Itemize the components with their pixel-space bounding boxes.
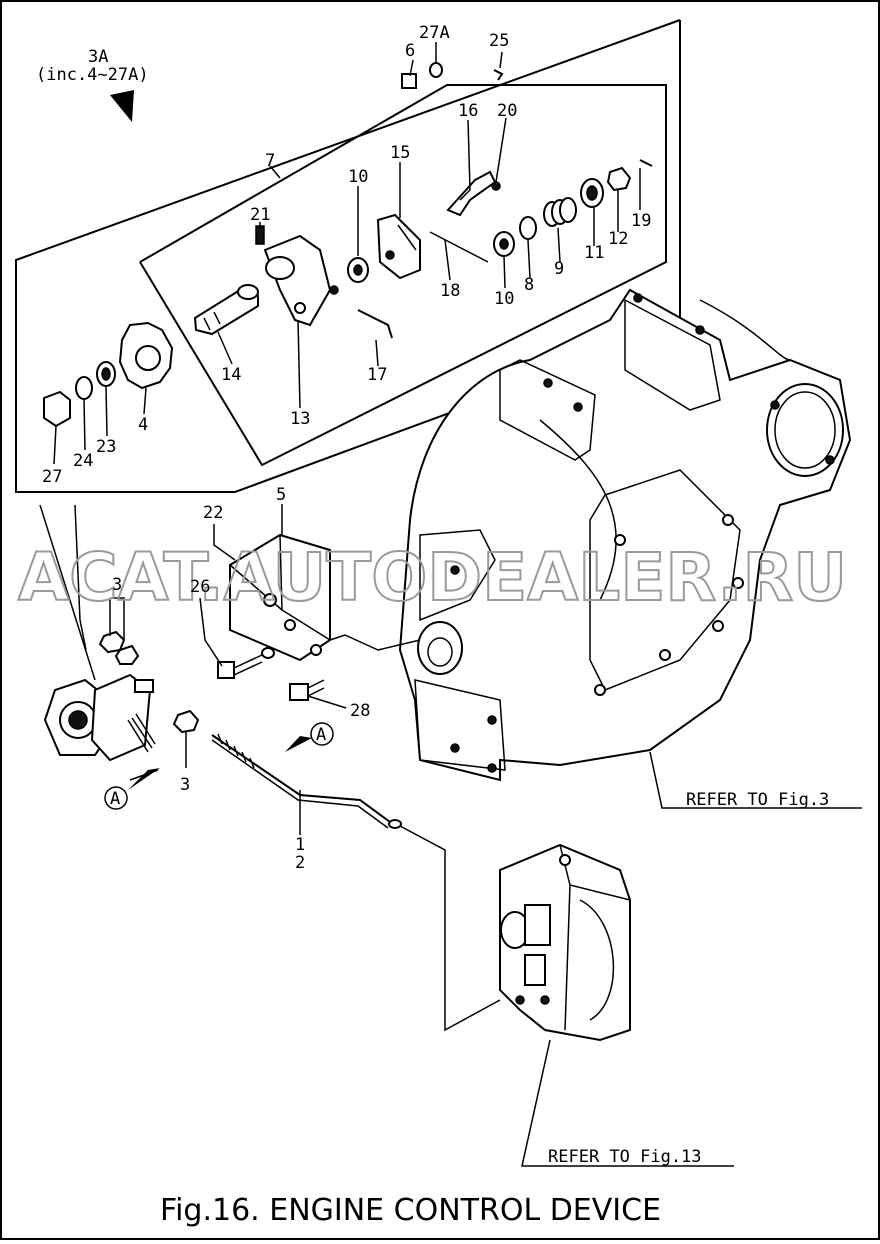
- label-27: 27: [42, 467, 62, 487]
- nut-12: [606, 166, 632, 192]
- label-9: 9: [554, 259, 564, 279]
- label-26: 26: [190, 577, 210, 597]
- svg-text:A: A: [316, 725, 326, 745]
- leader-lines: [39, 42, 862, 1167]
- callout-a-right: A: [310, 722, 334, 746]
- label-12: 12: [608, 229, 628, 249]
- label-6: 6: [405, 41, 415, 61]
- part-labels: 3A (inc.4~27A) 6 27A 25 16 20 15 7 10 21…: [36, 23, 651, 873]
- label-5: 5: [276, 485, 286, 505]
- pin-19: [639, 159, 653, 167]
- watermark: ACAT.AUTODEALER.RU: [18, 539, 847, 616]
- lever-assembly: [43, 673, 156, 762]
- refer-fig13: REFER TO Fig.13: [548, 1147, 702, 1167]
- link-18: [429, 231, 489, 263]
- shaft-14: [193, 284, 259, 336]
- refer-fig3: REFER TO Fig.3: [686, 790, 829, 810]
- bolt-28: [289, 679, 325, 701]
- label-14: 14: [221, 365, 241, 385]
- group-3a-boundary: [15, 19, 681, 493]
- group-arrow-icon: [110, 90, 134, 122]
- nut-3-lower: [172, 709, 200, 734]
- label-28: 28: [350, 701, 370, 721]
- washer-27a: [429, 62, 443, 78]
- label-25: 25: [489, 31, 509, 51]
- label-27a: 27A: [419, 23, 450, 43]
- washer-8: [519, 216, 537, 240]
- label-20: 20: [497, 101, 517, 121]
- bolt-6: [401, 73, 417, 89]
- figure-caption: Fig.16. ENGINE CONTROL DEVICE: [160, 1193, 661, 1228]
- callout-a-left: A: [104, 786, 128, 810]
- label-1: 1: [295, 835, 305, 855]
- label-24: 24: [73, 451, 93, 471]
- group-note: (inc.4~27A): [36, 65, 149, 85]
- lever-arm-13: [263, 234, 339, 327]
- bolt-26: [217, 647, 275, 679]
- label-13: 13: [290, 409, 310, 429]
- label-10-lower: 10: [494, 289, 514, 309]
- washer-24: [75, 376, 93, 400]
- label-16: 16: [458, 101, 478, 121]
- label-17: 17: [367, 365, 387, 385]
- label-11: 11: [584, 243, 604, 263]
- label-10-upper: 10: [348, 167, 368, 187]
- label-7: 7: [265, 151, 275, 171]
- label-15: 15: [390, 143, 410, 163]
- governor-housing: [499, 843, 631, 1042]
- label-3-upper: 3: [112, 575, 122, 595]
- sector-plate-15: [376, 213, 421, 280]
- knob-4: [118, 321, 174, 390]
- label-4: 4: [138, 415, 148, 435]
- clip-25: [493, 69, 504, 81]
- label-22: 22: [203, 503, 223, 523]
- label-18: 18: [440, 281, 460, 301]
- label-8: 8: [524, 275, 534, 295]
- label-3-lower: 3: [180, 775, 190, 795]
- cap-27: [43, 390, 71, 428]
- label-21: 21: [250, 205, 270, 225]
- nut-3-middle: [114, 644, 140, 665]
- control-rod: [211, 733, 402, 829]
- label-19: 19: [631, 211, 651, 231]
- screw-21: [255, 225, 265, 245]
- spring-9: [543, 197, 577, 227]
- pin-17: [357, 309, 393, 339]
- label-2: 2: [295, 853, 305, 873]
- arm-16: [446, 170, 497, 217]
- nut-20: [491, 181, 501, 191]
- group-label: 3A: [88, 47, 108, 67]
- svg-text:A: A: [110, 789, 120, 809]
- label-23: 23: [96, 437, 116, 457]
- flywheel-housing: [398, 288, 852, 782]
